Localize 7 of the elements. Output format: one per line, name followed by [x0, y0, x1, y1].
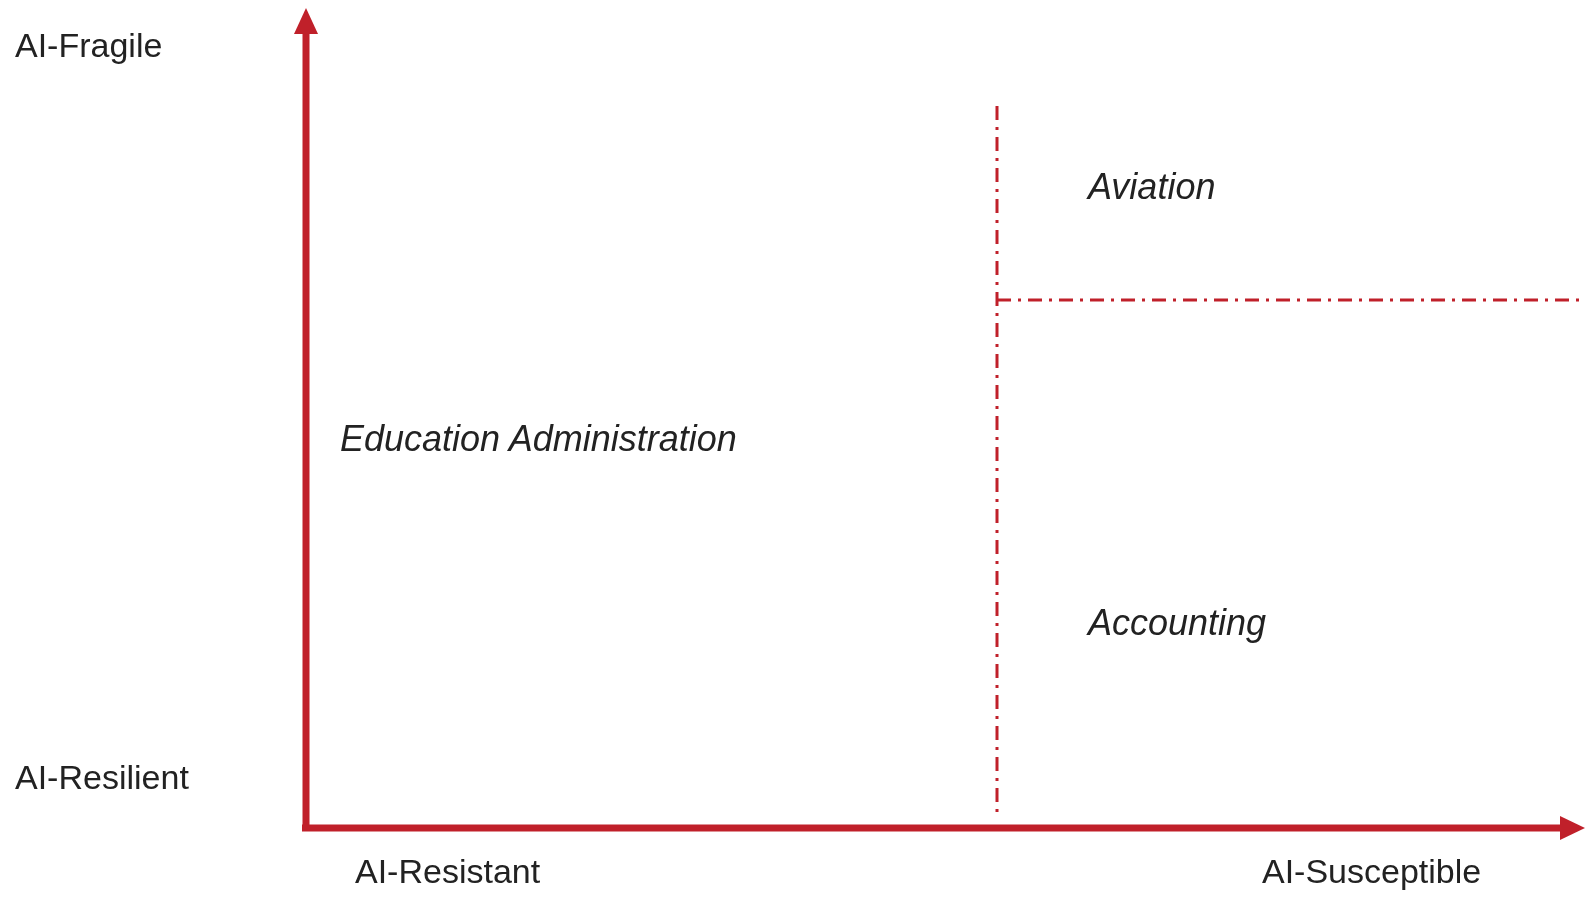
axis-label: AI-Susceptible — [1262, 852, 1482, 892]
axis-label: AI-Fragile — [15, 26, 163, 66]
region-label: Accounting — [1088, 602, 1267, 644]
region-label: Aviation — [1088, 166, 1216, 208]
axis-label: AI-Resistant — [355, 852, 541, 892]
region-label: Education Administration — [340, 418, 737, 460]
axis-label: AI-Resilient — [15, 758, 189, 798]
